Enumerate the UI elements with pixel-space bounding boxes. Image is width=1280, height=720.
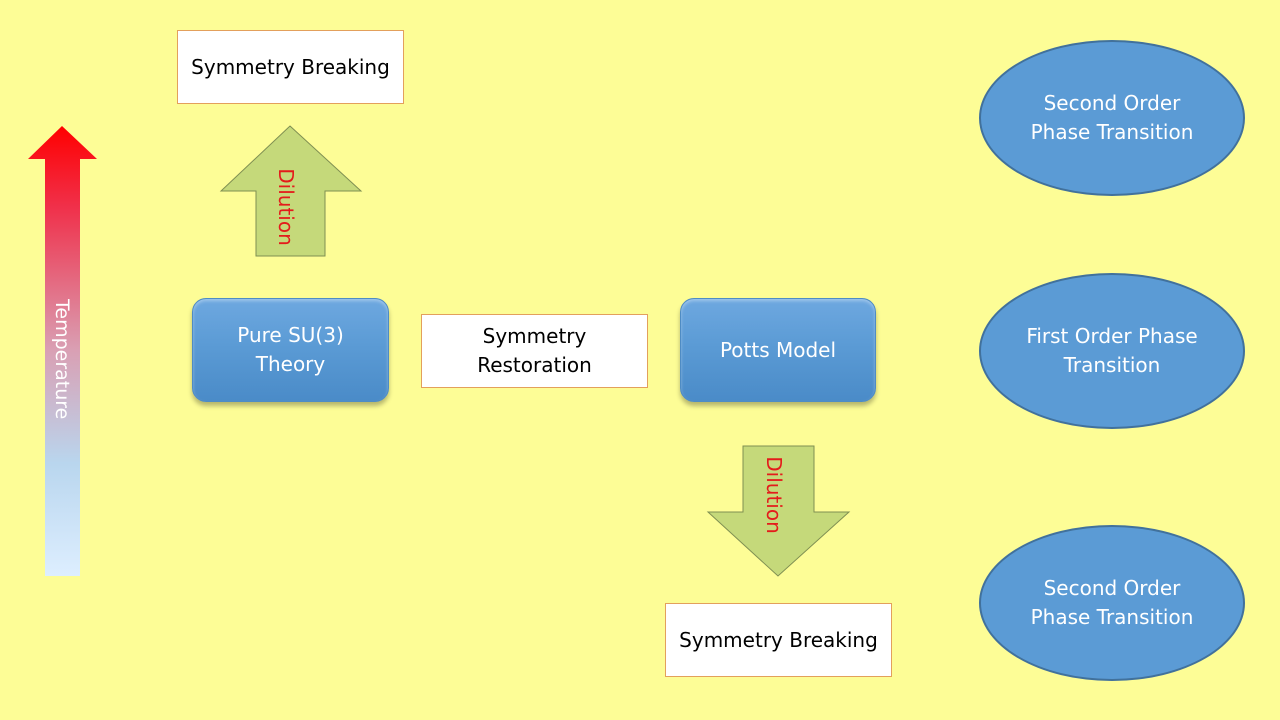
symmetry-breaking-top-box: Symmetry Breaking [177, 30, 404, 104]
dilution-up-label: Dilution [274, 168, 298, 246]
ellipse-middle-line1: First Order Phase [1026, 324, 1198, 348]
symmetry-breaking-bottom-box: Symmetry Breaking [665, 603, 892, 677]
dilution-down-label: Dilution [762, 456, 786, 534]
pure-su3-line1: Pure SU(3) [237, 323, 344, 347]
phase-transition-ellipse-top: Second Order Phase Transition [979, 40, 1245, 196]
symmetry-restoration-line1: Symmetry [482, 324, 587, 348]
potts-model-box: Potts Model [680, 298, 876, 402]
ellipse-bottom-line1: Second Order [1043, 576, 1181, 600]
symmetry-restoration-line2: Restoration [477, 353, 592, 377]
ellipse-bottom-line2: Phase Transition [1030, 605, 1194, 629]
phase-transition-ellipse-middle: First Order Phase Transition [979, 273, 1245, 429]
phase-transition-ellipse-bottom: Second Order Phase Transition [979, 525, 1245, 681]
symmetry-breaking-top-label: Symmetry Breaking [191, 54, 390, 79]
pure-su3-theory-box: Pure SU(3) Theory [192, 298, 389, 402]
dilution-down-arrow [706, 445, 851, 577]
ellipse-middle-line2: Transition [1063, 353, 1161, 377]
ellipse-top-line2: Phase Transition [1030, 120, 1194, 144]
potts-model-label: Potts Model [719, 337, 837, 362]
pure-su3-line2: Theory [255, 352, 326, 376]
symmetry-restoration-box: Symmetry Restoration [421, 314, 648, 388]
dilution-up-arrow [219, 125, 363, 257]
symmetry-breaking-bottom-label: Symmetry Breaking [679, 627, 878, 652]
temperature-label: Temperature [51, 299, 73, 420]
ellipse-top-line1: Second Order [1043, 91, 1181, 115]
temperature-arrow [28, 126, 97, 576]
